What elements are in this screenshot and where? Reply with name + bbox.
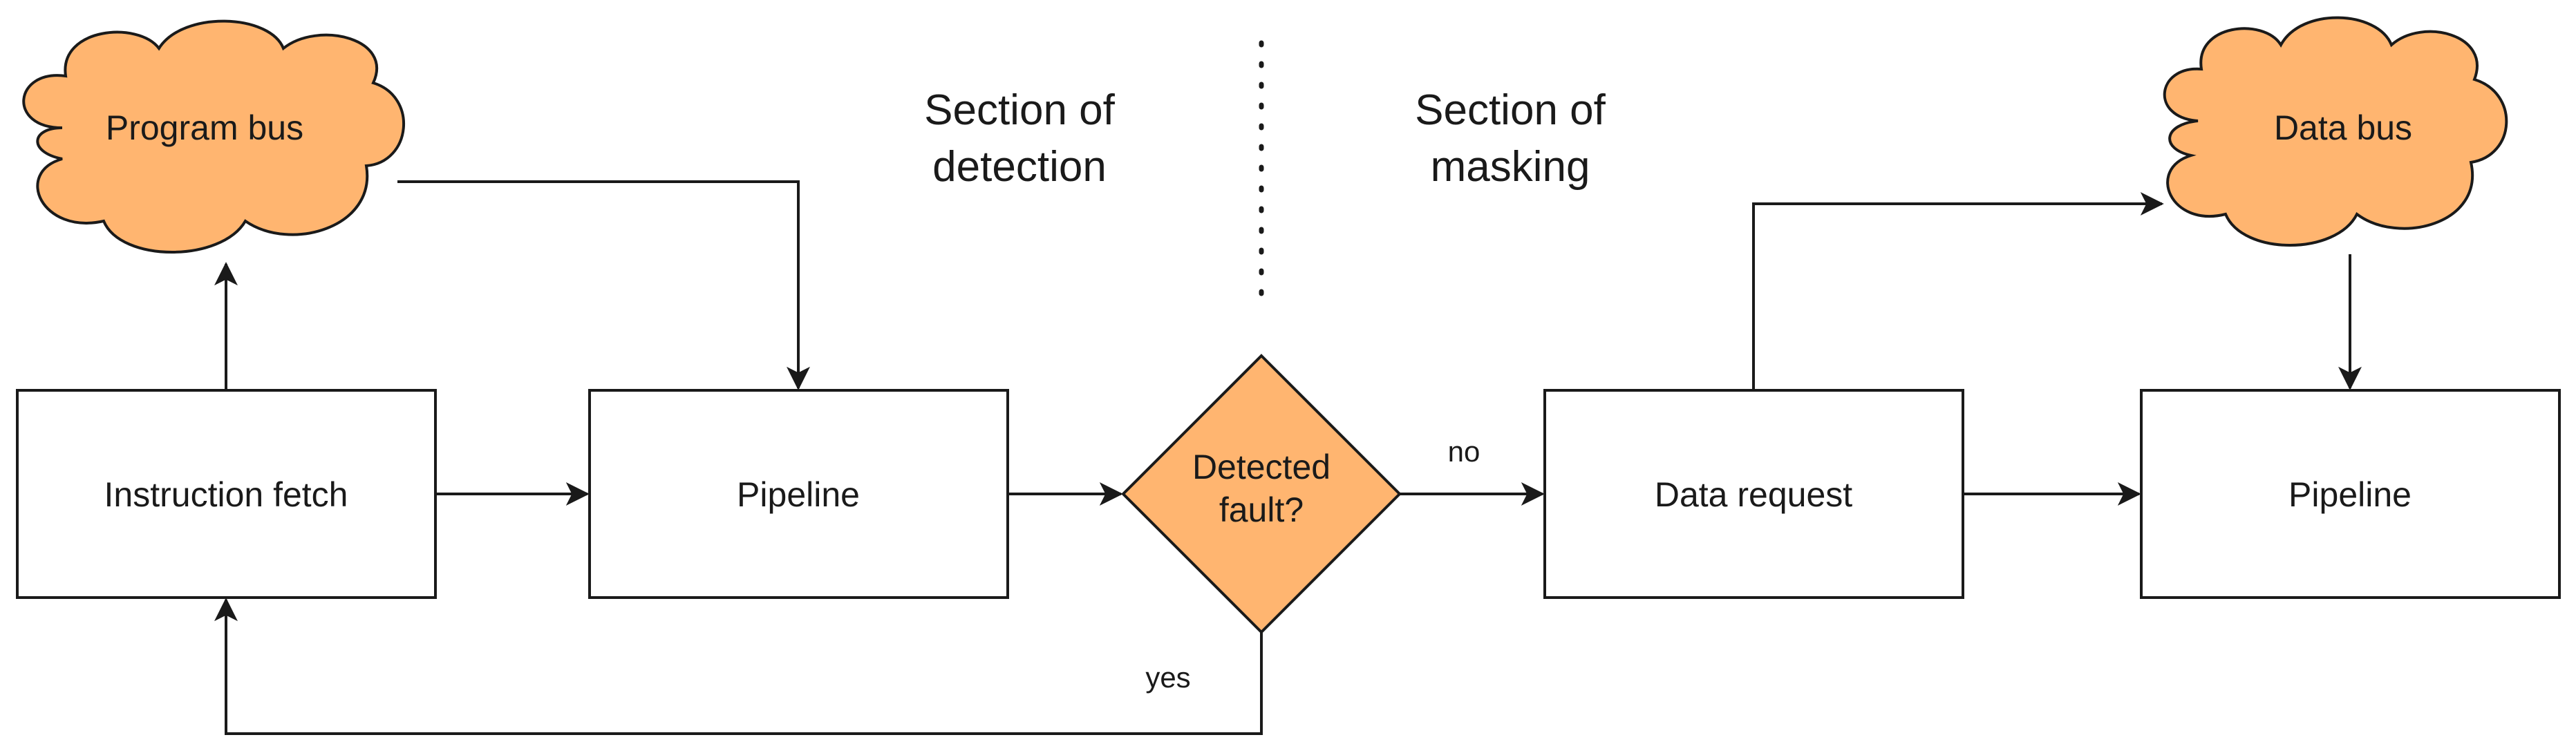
data-bus-label: Data bus bbox=[2274, 108, 2412, 147]
instruction-fetch-box: Instruction fetch bbox=[16, 389, 437, 599]
pipeline-box-1: Pipeline bbox=[588, 389, 1009, 599]
edge-label-yes: yes bbox=[1145, 661, 1190, 694]
section-masking-line1: Section of bbox=[1415, 86, 1606, 134]
edge-decision-yes bbox=[214, 598, 1263, 735]
pipeline-2-label: Pipeline bbox=[2288, 475, 2412, 514]
data-request-box: Data request bbox=[1543, 389, 1964, 599]
program-bus-cloud-shape bbox=[22, 19, 405, 254]
program-bus-label: Program bus bbox=[106, 108, 303, 147]
decision-label-line1: Detected bbox=[1192, 448, 1331, 486]
data-bus-cloud: Data bus bbox=[2163, 16, 2508, 247]
section-detection-line2: detection bbox=[932, 143, 1107, 191]
section-detection-line1: Section of bbox=[924, 86, 1116, 134]
program-bus-cloud: Program bus bbox=[22, 19, 405, 254]
data-bus-cloud-shape bbox=[2163, 16, 2508, 247]
data-request-label: Data request bbox=[1655, 475, 1852, 514]
pipeline-box-2: Pipeline bbox=[2140, 389, 2561, 599]
pipeline-1-rect bbox=[588, 389, 1009, 599]
instruction-fetch-label: Instruction fetch bbox=[104, 475, 348, 514]
section-detection-label: Section of detection bbox=[924, 86, 1116, 191]
decision-label-line2: fault? bbox=[1219, 490, 1304, 529]
section-masking-line2: masking bbox=[1431, 143, 1590, 191]
pipeline-1-label: Pipeline bbox=[737, 475, 860, 514]
instruction-fetch-rect bbox=[16, 389, 437, 599]
edges bbox=[214, 180, 2362, 735]
section-masking-label: Section of masking bbox=[1415, 86, 1606, 191]
edge-program-bus-to-pipeline bbox=[397, 180, 810, 390]
detected-fault-decision: Detected fault? bbox=[1121, 354, 1402, 634]
edge-label-no: no bbox=[1448, 435, 1480, 468]
pipeline-2-rect bbox=[2140, 389, 2561, 599]
edge-data-request-to-data-bus bbox=[1752, 192, 2164, 390]
data-request-rect bbox=[1543, 389, 1964, 599]
